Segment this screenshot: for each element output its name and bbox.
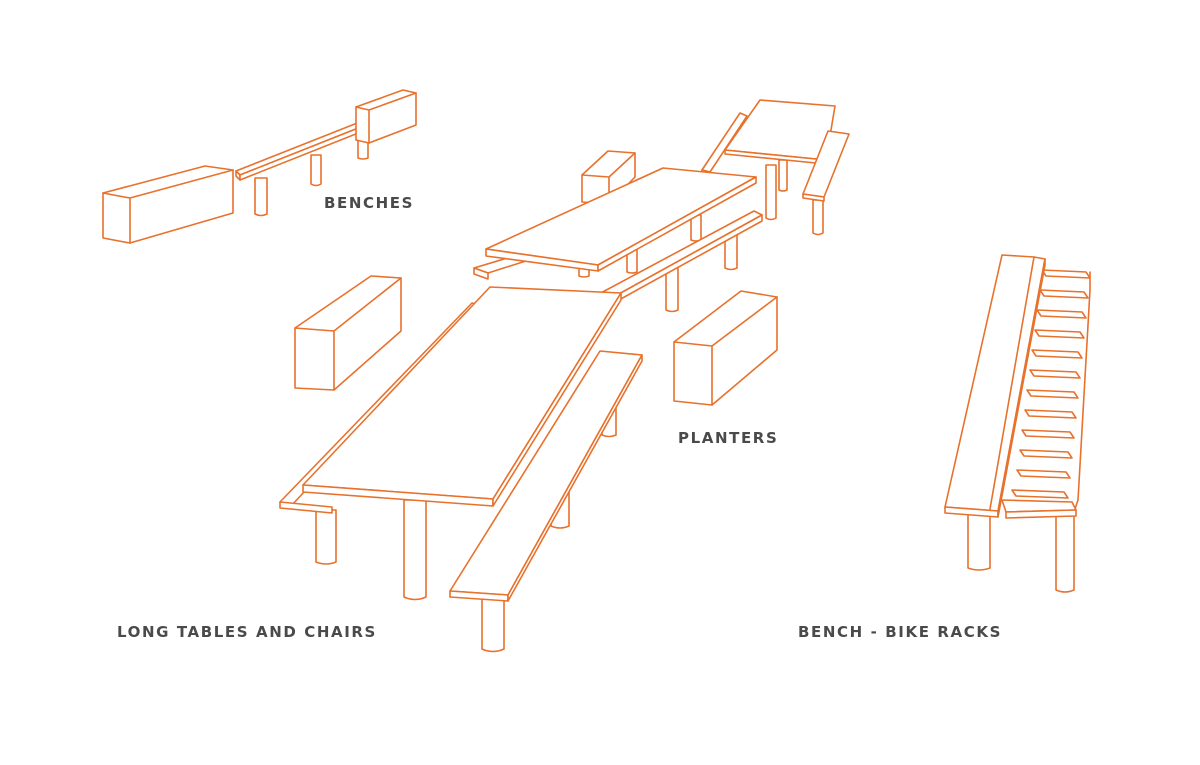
rack-slat	[1031, 349, 1083, 359]
table-leg	[778, 159, 788, 192]
bench-leg	[254, 177, 268, 217]
bench-bike-racks-label: BENCH - BIKE RACKS	[798, 623, 1002, 641]
planters-label: PLANTERS	[678, 429, 779, 447]
table-leg	[812, 199, 824, 236]
rack-base-front	[1005, 509, 1077, 519]
planter-right	[673, 290, 778, 406]
rack-slat	[1029, 369, 1081, 379]
rack-slat	[1034, 329, 1085, 339]
front-tabletop-edge	[492, 292, 622, 507]
rack-slat	[1039, 289, 1089, 299]
table-bench-right-front	[802, 193, 825, 202]
table-leg	[315, 509, 337, 565]
benches-label: BENCHES	[324, 194, 415, 212]
table-bench-left-front	[279, 501, 333, 514]
planter-block	[294, 275, 402, 391]
table-leg	[765, 164, 777, 221]
rack-slat	[1026, 389, 1079, 399]
rack-slat	[1011, 489, 1069, 499]
benches-group	[102, 89, 417, 244]
planter-block	[673, 290, 778, 406]
small-table-set	[701, 99, 850, 236]
planter-block-edge	[102, 169, 234, 244]
rack-leg	[967, 509, 991, 571]
rack-slat	[1016, 469, 1071, 479]
long-tables-label: LONG TABLES AND CHAIRS	[117, 623, 377, 641]
planter-block-small	[355, 89, 417, 144]
bench-slab-edge	[989, 256, 1035, 510]
planter-block-edge	[355, 92, 417, 144]
rack-slat	[1019, 449, 1073, 459]
rack-rail	[1073, 271, 1091, 513]
middle-tabletop-edge	[597, 176, 757, 272]
rack-slat	[1021, 429, 1075, 439]
planter-block-large	[102, 165, 234, 244]
planter-block-edge	[673, 296, 778, 406]
table-leg	[724, 231, 738, 271]
bench-leg	[310, 154, 322, 187]
planter-left	[294, 275, 402, 391]
front-long-table-set	[279, 286, 643, 653]
table-leg	[481, 597, 505, 653]
planter-block-edge	[294, 277, 402, 391]
middle-long-table-set	[473, 150, 763, 313]
table-leg	[665, 261, 679, 313]
rack-leg	[1055, 509, 1075, 593]
bike-rack-slats	[1011, 269, 1091, 499]
rack-slat	[1036, 309, 1087, 319]
table-bench-right-side	[507, 354, 643, 602]
bench-bike-rack-group	[944, 254, 1091, 593]
rack-slat	[1041, 269, 1091, 279]
table-leg	[403, 499, 427, 601]
rack-slat	[1024, 409, 1077, 419]
bench-slab-side	[997, 258, 1046, 518]
table-bench-left-front	[473, 267, 489, 280]
